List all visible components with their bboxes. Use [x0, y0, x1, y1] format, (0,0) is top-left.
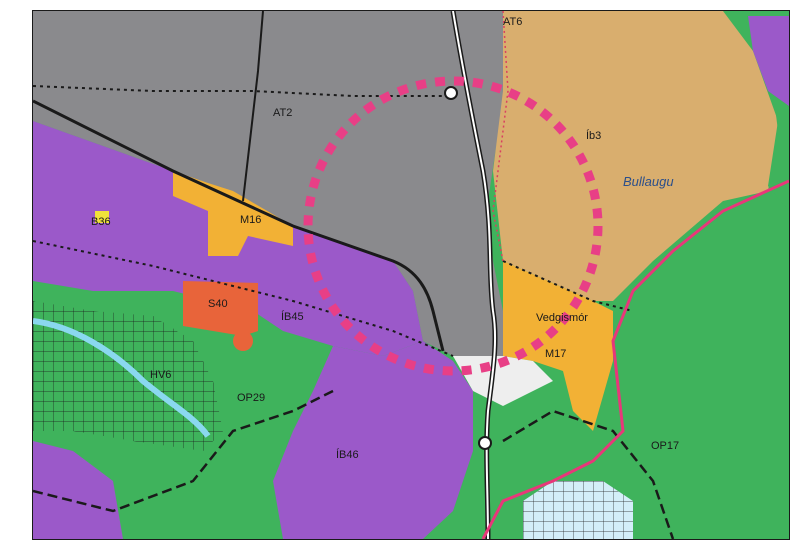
municipal-boundary	[481, 179, 789, 539]
label-at6: AT6	[503, 16, 522, 28]
zone-residential-ib46	[273, 341, 473, 539]
zone-forest-ib3	[493, 11, 778, 301]
stream	[33, 318, 211, 438]
label-vedgismor: Vedgismór	[536, 312, 588, 324]
label-s40: S40	[208, 298, 228, 310]
zone-service-dot	[233, 331, 253, 351]
road-junction-area	[453, 356, 553, 406]
zone-service-s40	[183, 281, 258, 336]
label-op29: OP29	[237, 392, 265, 404]
label-ib45: ÍB45	[281, 310, 304, 323]
secondary-road	[33, 99, 445, 352]
label-bullaugu: Bullaugu	[623, 174, 674, 189]
label-op17: OP17	[651, 440, 679, 452]
zone-residential-sw	[33, 441, 123, 539]
label-hv6: HV6	[150, 369, 171, 381]
dashed-path-east	[502, 409, 675, 539]
label-b36: B36	[91, 216, 111, 228]
zone-mixed-m17	[503, 261, 613, 431]
local-road-north	[242, 11, 264, 202]
zone-purple-ne	[748, 16, 789, 106]
highlight-circle	[303, 76, 603, 376]
label-at2: AT2	[273, 107, 292, 119]
label-ib3: Íb3	[586, 129, 601, 142]
zone-water	[523, 481, 633, 539]
dashed-path-south	[33, 389, 334, 513]
zone-mixed-m16	[173, 171, 293, 256]
label-ib46: ÍB46	[336, 448, 359, 461]
label-m16: M16	[240, 214, 261, 226]
zoning-map: AT6 AT2 Íb3 Bullaugu B36 M16 S40 ÍB45 HV…	[32, 10, 790, 540]
roundabout-south	[478, 436, 492, 450]
roundabout-north	[444, 86, 458, 100]
dotted-path-3	[502, 260, 634, 312]
label-m17: M17	[545, 348, 566, 360]
zone-b36	[95, 211, 109, 223]
dotted-path-2	[33, 240, 454, 357]
boundary-dotted-red	[492, 11, 509, 262]
